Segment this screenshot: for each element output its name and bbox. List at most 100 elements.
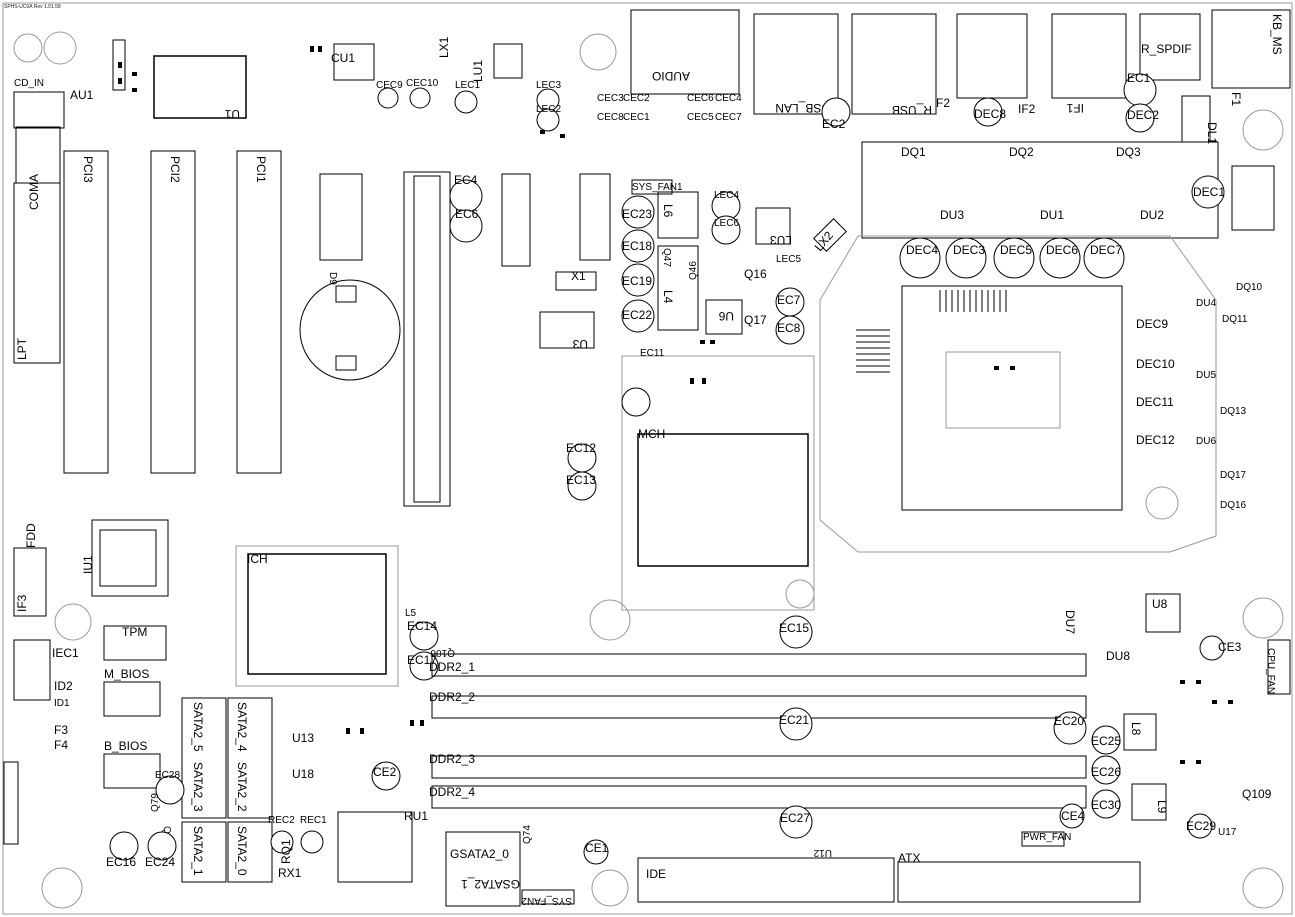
label-ec17: EC17 (407, 653, 437, 667)
label-ec23: EC23 (622, 207, 652, 221)
label-gsata2-0: GSATA2_0 (450, 847, 509, 861)
label-coma: COMA (27, 174, 41, 210)
label-tpm: TPM (122, 625, 147, 639)
label-usb-lan: USB_LAN (775, 101, 830, 115)
label-cd-in: CD_IN (14, 78, 44, 89)
label-ide: IDE (646, 867, 666, 881)
label-ec6: EC6 (455, 207, 479, 221)
label-ec18: EC18 (622, 239, 652, 253)
label-f3: F3 (54, 723, 68, 737)
label-u17: U17 (1218, 827, 1237, 838)
label-du6: DU6 (1196, 436, 1216, 447)
label-sata2-4: SATA2_4 (235, 702, 249, 752)
label-u12: U12 (813, 847, 832, 858)
label-u18: U18 (292, 767, 314, 781)
label-audio: AUDIO (652, 69, 690, 83)
label-lec4: LEC4 (714, 190, 739, 201)
label-d9: D9 (327, 272, 338, 285)
label-lec6: LEC6 (714, 218, 739, 229)
label-ec12: EC12 (566, 441, 596, 455)
cpu-socket (901, 285, 1123, 511)
label-sata2-2: SATA2_2 (235, 762, 249, 812)
label-if2: IF2 (1018, 102, 1036, 116)
label-l5: L5 (405, 608, 417, 619)
label-ec24: EC24 (145, 855, 175, 869)
mch-area (621, 355, 815, 611)
label-ce3: CE3 (1218, 640, 1242, 654)
label-rx1: RX1 (278, 866, 302, 880)
r-usb-connector (851, 13, 937, 115)
label-du1: DU1 (1040, 208, 1064, 222)
label-ec14: EC14 (407, 619, 437, 633)
label-ec29: EC29 (1186, 819, 1216, 833)
label-lx2: LX2 (812, 228, 837, 254)
label-ce1: CE1 (585, 841, 609, 855)
label-dl1: DL1 (1205, 122, 1219, 144)
label-ec8: EC8 (777, 321, 801, 335)
pci-slots (13, 126, 451, 617)
label-sys-fan2: SYS_FAN2 (521, 895, 572, 906)
label-u1: U1 (224, 107, 240, 121)
label-sata2-5: SATA2_5 (191, 702, 205, 752)
label-dec12: DEC12 (1136, 433, 1175, 447)
label-lu1: LU1 (471, 60, 485, 82)
label-ddr2-2: DDR2_2 (429, 690, 475, 704)
label-u8: U8 (1152, 597, 1168, 611)
label-q47: Q47 (661, 248, 672, 267)
label-ddr2-1: DDR2_1 (429, 660, 475, 674)
label-lx1: LX1 (437, 36, 451, 58)
label-q16: Q16 (744, 267, 767, 281)
label-lpt: LPT (15, 337, 29, 360)
label-q74: Q74 (522, 825, 533, 844)
cmos-battery (299, 279, 401, 381)
label-ec1: EC1 (1127, 71, 1151, 85)
label-cec2: CEC2 (623, 93, 650, 104)
label-dq17: DQ17 (1220, 470, 1247, 481)
label-cec1: CEC1 (623, 112, 650, 123)
label-if1: IF1 (1066, 101, 1084, 115)
label-id1: ID1 (54, 698, 70, 709)
label-ec27: EC27 (780, 811, 810, 825)
label-m-bios: M_BIOS (104, 667, 149, 681)
r-spdif-connector (1139, 13, 1201, 81)
label-ce2: CE2 (373, 765, 397, 779)
label-kb-ms: KB_MS (1270, 14, 1284, 55)
pci3-slot (63, 150, 109, 474)
label-lu3: LU3 (770, 233, 792, 247)
ddr2-1-slot (431, 653, 1087, 677)
label-fdd: FDD (24, 523, 38, 548)
audio-connector (630, 9, 740, 95)
label-b-bios: B_BIOS (104, 739, 147, 753)
ddr2-4-slot (431, 785, 1087, 809)
label-du4: DU4 (1196, 298, 1216, 309)
label-dq11: DQ11 (1222, 314, 1248, 325)
label-cec3: CEC3 (597, 93, 624, 104)
ddr2-2-slot (431, 695, 1087, 719)
label-ec15: EC15 (779, 621, 809, 635)
label-f1: F1 (1229, 92, 1243, 106)
ich-area (235, 545, 399, 687)
label-lec5: LEC5 (776, 254, 801, 265)
label-ce4: CE4 (1061, 809, 1085, 823)
label-ec26: EC26 (1091, 765, 1121, 779)
label-dq10: DQ10 (1236, 282, 1263, 293)
label-ddr2-4: DDR2_4 (429, 785, 475, 799)
label-ec16: EC16 (106, 855, 136, 869)
label-cec8: CEC8 (597, 112, 624, 123)
label-dq2: DQ2 (1009, 145, 1034, 159)
label-f4: F4 (54, 738, 68, 752)
label-id2: ID2 (54, 679, 73, 693)
label-q79: Q79 (150, 793, 161, 812)
pci1-slot (236, 150, 282, 474)
label-atx: ATX (898, 851, 920, 865)
label-cu1: CU1 (331, 51, 355, 65)
mounting-holes (13, 31, 1284, 909)
label-cec7: CEC7 (715, 112, 742, 123)
label-du8: DU8 (1106, 649, 1130, 663)
ddr2-slots (431, 653, 1087, 809)
label-ec19: EC19 (622, 274, 652, 288)
label-l9: L9 (1155, 800, 1169, 814)
pci2-slot (150, 150, 196, 474)
label-dec1: DEC1 (1193, 185, 1225, 199)
